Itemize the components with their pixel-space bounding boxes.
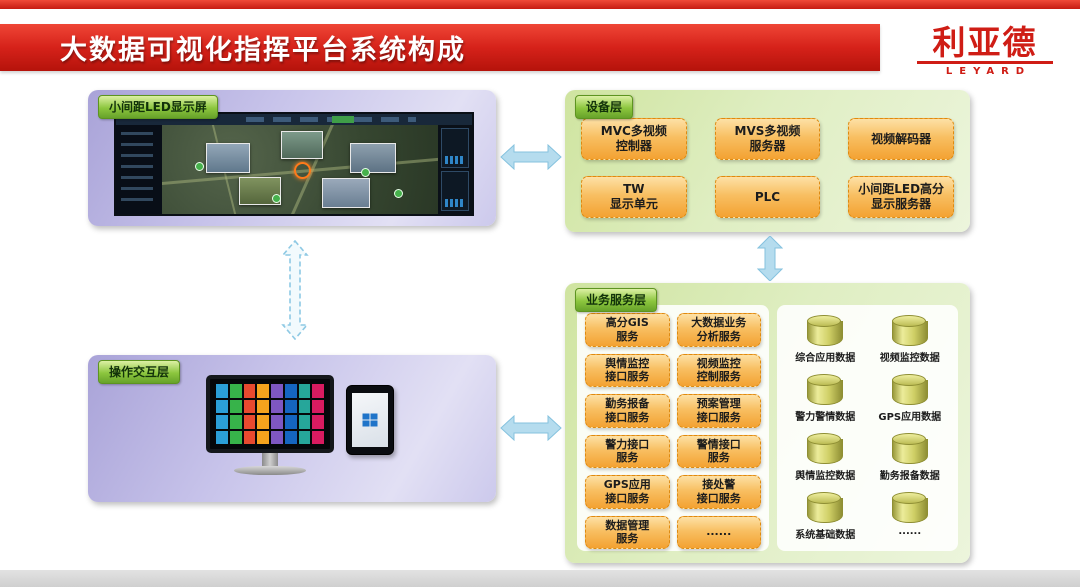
database-cylinder-icon [891,433,928,464]
device-layer-panel: 设备层 MVC多视频 控制器 MVS多视频 服务器 视频解码器 TW 显示单元 … [565,90,970,232]
bottom-strip [0,570,1080,587]
database-label: 视频监控数据 [879,353,940,364]
operation-panel-label: 操作交互层 [98,360,181,384]
screen-map-area [162,125,438,214]
database-cylinder-icon [891,492,928,523]
logo-underline [917,61,1053,64]
device-box-plc: PLC [714,176,821,218]
map-poi-icon [195,162,205,172]
start-screen-tiles [206,375,334,453]
service-box-police-alert: 警情接口 服务 [676,434,761,468]
service-box-data-mgmt: 数据管理 服务 [585,515,670,549]
database-label: 勤务报备数据 [879,471,940,482]
screen-widget [441,128,469,168]
logo-text: 利亚德 [932,23,1038,62]
device-panel-label: 设备层 [575,95,634,119]
service-box-opinion: 舆情监控 接口服务 [585,353,670,387]
logo-subtext: LEYARD [945,66,1032,77]
database-item: 警力警情数据 [795,374,855,423]
title-banner: 大数据可视化指挥平台系统构成 [0,24,880,71]
service-panel-label: 业务服务层 [575,288,658,312]
monitor-base [234,466,306,475]
database-cylinder-icon [807,492,844,523]
led-panel-label: 小间距LED显示屏 [98,95,218,119]
database-label: 系统基础数据 [795,530,856,541]
database-item: ...... [891,492,928,541]
map-poi-icon [272,194,282,204]
monitor-stand [262,453,278,466]
windows-logo-icon [362,413,378,427]
database-label: GPS应用数据 [878,412,942,423]
service-box-bigdata: 大数据业务 分析服务 [676,313,761,347]
service-box-video: 视频监控 控制服务 [676,353,761,387]
services-group: 高分GIS 服务 大数据业务 分析服务 舆情监控 接口服务 视频监控 控制服务 … [577,305,769,551]
operation-layer-panel: 操作交互层 [88,355,496,502]
map-poi-icon [360,167,370,177]
arrow-led-to-device [500,144,562,170]
device-box-mvs: MVS多视频 服务器 [714,118,821,160]
service-box-plan: 预案管理 接口服务 [676,394,761,428]
arrow-led-to-operation-dashed [281,240,309,340]
photo-thumbnail [280,131,323,160]
service-layer-panel: 业务服务层 高分GIS 服务 大数据业务 分析服务 舆情监控 接口服务 视频监控… [565,283,970,563]
service-box-dispatch: 接处警 接口服务 [676,475,761,509]
databases-group: 综合应用数据 视频监控数据 警力警情数据 GPS应用数据 舆情监控数据 勤务报备… [777,305,958,551]
tablet-screen [352,393,388,447]
screen-right-sidebar [438,125,472,214]
arrow-operation-to-service [500,415,562,441]
database-item: 舆情监控数据 [795,433,855,482]
led-display-panel: 小间距LED显示屏 [88,90,496,226]
device-box-decoder: 视频解码器 [848,118,954,160]
desktop-monitor [206,375,334,475]
device-grid: MVC多视频 控制器 MVS多视频 服务器 视频解码器 TW 显示单元 PLC … [581,118,954,218]
database-item: 勤务报备数据 [880,433,940,482]
photo-thumbnail [349,142,396,173]
map-poi-icon [393,189,403,199]
device-box-led-server: 小间距LED高分 显示服务器 [848,176,954,218]
screen-body [116,125,472,214]
service-box-gps: GPS应用 接口服务 [585,475,670,509]
page-title: 大数据可视化指挥平台系统构成 [60,35,466,66]
database-item: GPS应用数据 [878,374,941,423]
database-item: 系统基础数据 [795,492,855,541]
database-cylinder-icon [807,315,844,346]
led-screen-preview [114,112,474,216]
database-cylinder-icon [807,374,844,405]
top-accent-strip [0,0,1080,9]
database-label: 综合应用数据 [795,353,856,364]
database-label: 警力警情数据 [795,412,856,423]
screen-left-sidebar [116,125,162,214]
photo-thumbnail [206,142,251,173]
database-item: 视频监控数据 [880,315,940,364]
screen-menubar [116,114,472,125]
service-box-gis: 高分GIS 服务 [585,313,670,347]
database-cylinder-icon [891,374,928,405]
tablet-device [346,385,394,455]
database-cylinder-icon [807,433,844,464]
service-box-more: ...... [676,515,761,549]
screen-widget [441,171,469,211]
database-label: 舆情监控数据 [795,471,856,482]
map-target-marker [294,162,312,180]
database-cylinder-icon [891,315,928,346]
device-box-tw: TW 显示单元 [581,176,687,218]
service-box-police-force: 警力接口 服务 [585,434,670,468]
database-item: 综合应用数据 [795,315,855,364]
arrow-device-to-service [757,236,783,281]
photo-thumbnail [322,178,371,209]
leyard-logo: 利亚德 LEYARD [915,26,1055,77]
service-box-duty: 勤务报备 接口服务 [585,394,670,428]
device-box-mvc: MVC多视频 控制器 [581,118,687,160]
database-label: ...... [898,526,922,537]
